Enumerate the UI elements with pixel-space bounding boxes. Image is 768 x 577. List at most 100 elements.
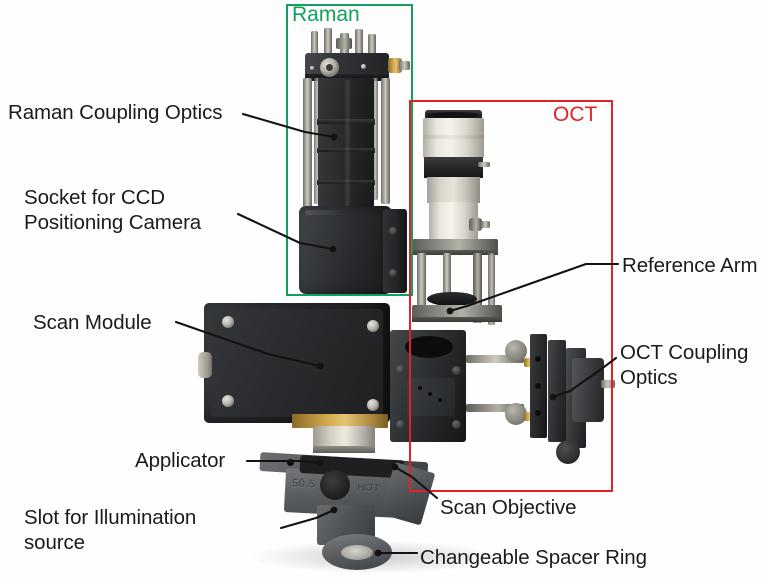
raman-cage-rod-right	[381, 78, 390, 204]
oct-coupling-mount-hole-3	[535, 410, 541, 416]
reference-arm-cage-plate-upper-edge	[412, 250, 498, 255]
leader-oct-coupling-optics	[551, 356, 618, 399]
raman-connector-post-5	[368, 34, 376, 55]
oct-coupling-roller-lower	[505, 403, 527, 425]
reference-arm-tube-mid	[427, 177, 480, 203]
reference-arm-aperture	[428, 112, 479, 118]
group-box-oct	[409, 100, 613, 492]
leader-socket-ccd-camera-endpoint	[329, 245, 337, 253]
leader-slot-illumination	[279, 508, 336, 530]
ccd-camera-socket-housing	[299, 206, 392, 294]
scan-module-side-boss	[198, 352, 212, 378]
reference-arm-mirror-lens	[427, 292, 477, 306]
ccd-camera-socket-flange	[383, 209, 407, 293]
leader-raman-coupling-optics-endpoint	[330, 133, 338, 141]
oct-scan-block-pin-3	[438, 398, 442, 402]
scan-module-screw-bottom-left	[222, 395, 234, 407]
reference-arm-black-collar	[424, 157, 483, 178]
leader-reference-arm	[448, 262, 620, 313]
illumination-source-slot	[320, 470, 350, 500]
ccd-socket-screw-top	[389, 227, 397, 235]
group-box-raman	[286, 4, 413, 296]
reference-arm-cage-plate-lower	[412, 305, 502, 320]
reference-arm-tube-groove	[423, 135, 484, 139]
raman-lens-tube-seg-2	[318, 124, 374, 150]
leader-slot-illumination-endpoint	[330, 506, 338, 514]
leader-socket-ccd-camera	[236, 212, 335, 251]
oct-coupling-roller-upper	[505, 340, 527, 362]
leader-scan-objective-endpoint	[391, 463, 399, 471]
group-label-oct: OCT	[553, 103, 598, 126]
callout-slot-illumination: Slot for Illumination source	[24, 506, 197, 554]
oct-coupling-rail-upper	[466, 355, 524, 363]
oct-scan-block-screw-3	[396, 420, 405, 429]
scan-module-gold-flex-strip	[292, 414, 388, 428]
ccd-socket-highlight	[305, 210, 349, 215]
oct-scan-block-screw-4	[452, 420, 461, 429]
raman-connector-post-2	[324, 28, 332, 55]
callout-raman-coupling-optics: Raman Coupling Optics	[8, 101, 223, 124]
leader-applicator	[245, 459, 322, 465]
callout-scan-module: Scan Module	[33, 311, 152, 334]
raman-top-mount-shadow	[305, 74, 389, 81]
callout-scan-objective: Scan Objective	[440, 496, 577, 519]
oct-coupling-mount-plate-2	[548, 340, 566, 442]
raman-connector-block	[336, 38, 352, 49]
spacer-ring-bore	[341, 545, 373, 560]
leader-raman-coupling-optics	[241, 112, 336, 139]
leader-applicator-endpoint	[316, 459, 324, 467]
scan-module-screw-top-left	[222, 316, 234, 328]
applicator-mount-hole	[287, 459, 294, 466]
scan-module-screw-top-right	[367, 320, 379, 332]
reference-arm-cage-plate-lower-edge	[412, 317, 502, 322]
reference-arm-side-screw	[481, 221, 490, 228]
callout-applicator: Applicator	[135, 449, 226, 472]
oct-scan-block-plate	[407, 378, 455, 416]
oct-scan-block-screw-2	[452, 366, 461, 375]
oct-scan-block-screw-1	[396, 365, 405, 374]
reference-arm-side-knob	[469, 218, 482, 231]
raman-connector-post-4	[355, 29, 363, 55]
reference-arm-cage-rod-1	[417, 253, 426, 321]
callout-oct-coupling-optics: OCT Coupling Optics	[620, 341, 749, 389]
reference-arm-cage-rod-3	[473, 253, 482, 323]
oct-coupling-mount-hole-2	[535, 383, 541, 389]
callout-reference-arm: Reference Arm	[622, 254, 758, 277]
oct-coupling-adjuster-ring	[556, 440, 580, 464]
raman-lens-tube-highlight	[344, 80, 351, 208]
raman-lens-tube-seg-4	[318, 184, 374, 210]
reference-arm-cage-rod-4	[488, 253, 495, 325]
reference-arm-set-screw	[478, 162, 490, 167]
callout-socket-ccd-camera: Socket for CCD Positioning Camera	[24, 186, 202, 234]
raman-lens-tube-ring-1	[317, 119, 375, 125]
leader-reference-arm-endpoint	[446, 307, 454, 315]
ccd-socket-screw-bottom	[389, 269, 397, 277]
raman-cage-rod-right-inner	[372, 78, 378, 200]
raman-block-screw-1	[310, 66, 314, 70]
oct-coupling-mount-hole-1	[535, 356, 541, 362]
leader-oct-coupling-optics-endpoint	[549, 393, 557, 401]
raman-brass-adjuster	[388, 58, 402, 73]
raman-lens-tube-seg-1	[318, 78, 374, 122]
oct-scan-block-aperture	[405, 336, 453, 358]
scan-module-screw-bottom-right	[367, 399, 379, 411]
callout-changeable-spacer-ring: Changeable Spacer Ring	[420, 546, 647, 569]
oct-scan-block-pin-2	[428, 392, 432, 396]
raman-lens-tube-seg-3	[318, 152, 374, 182]
oct-coupling-brass-ring-upper	[524, 358, 534, 367]
oct-coupling-rail-lower	[466, 404, 524, 412]
oct-coupling-barrel-screw	[601, 380, 615, 388]
leader-scan-module	[174, 320, 322, 368]
raman-cage-rod-left	[303, 78, 312, 208]
oct-scan-block-pin-1	[418, 386, 422, 390]
scan-module-face-panel	[211, 309, 383, 417]
reference-arm-cage-plate-upper	[412, 239, 498, 253]
scan-objective-barrel-shadow	[313, 446, 375, 453]
raman-brass-adjuster-screw	[399, 61, 410, 70]
raman-lens-tube-ring-3	[317, 180, 375, 185]
raman-connector-post-1	[311, 31, 318, 55]
raman-cage-rod-left-inner	[314, 78, 320, 204]
